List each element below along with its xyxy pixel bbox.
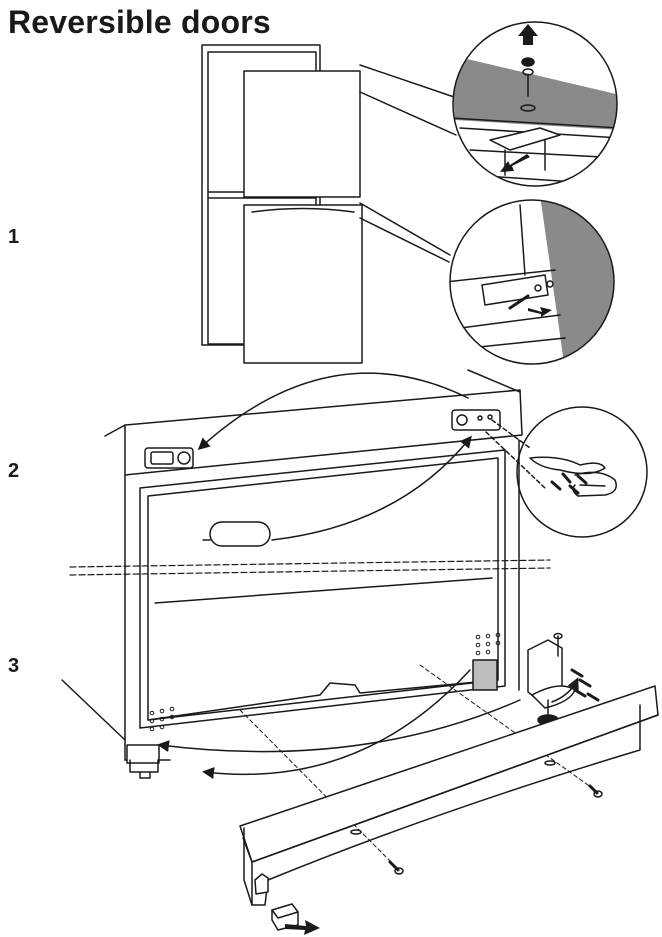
kick-plate-end-cap [271,903,299,931]
curved-arrow-icon [197,372,469,451]
handle-left [144,447,194,469]
fridge-door-panel [243,204,363,364]
arrow-up-icon [518,24,538,45]
screw-icon [570,668,600,702]
screw-icon [550,472,588,495]
step-number-3: 3 [8,655,20,677]
handle-right [451,409,501,431]
curved-arrow-icon [202,669,471,779]
bottom-hinge-bracket [527,632,576,726]
freezer-door-panel [243,70,361,198]
step-number-2: 2 [8,460,20,482]
arrow-down-right-icon [528,307,552,317]
curved-arrow-icon [271,435,472,541]
screw-icon [593,790,603,798]
screw-icon [394,867,404,875]
screw-icon [508,294,530,310]
foot-left [126,744,160,779]
kick-plate [239,685,659,906]
break-line [69,567,551,576]
hinge-holes-right [475,632,501,656]
hinge-parts-detail [516,406,648,538]
hinge-plate [472,659,498,691]
bottom-hinge-detail [449,199,615,365]
hinge-holes-left [149,706,175,732]
step-number-1: 1 [8,226,20,248]
curved-arrow-icon [551,677,579,703]
break-line [69,559,551,568]
arrow-down-right-icon [285,920,320,935]
top-hinge-detail [452,21,618,187]
arrow-down-right-icon [500,154,530,172]
curved-arrow-icon [157,699,521,753]
door-inner-panel [139,449,506,729]
page-title: Reversible doors [8,4,271,40]
